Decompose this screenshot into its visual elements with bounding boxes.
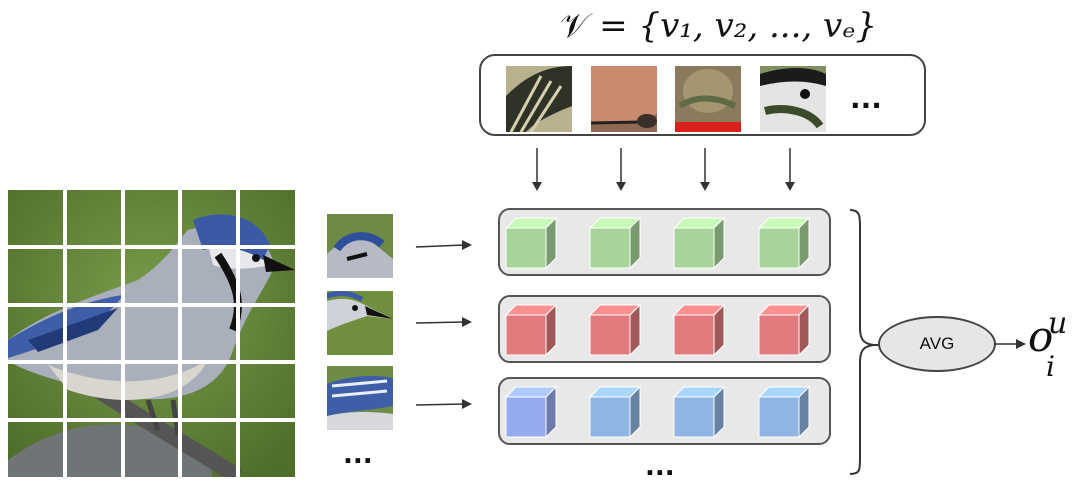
output-subscript: i (1046, 350, 1055, 383)
cube-r3-c1 (504, 385, 558, 439)
avg-output-arrow (994, 339, 1026, 349)
prototype-thumb-3 (675, 66, 741, 132)
cube-r2-c2 (588, 303, 642, 357)
prototype-set-formula: 𝒱 = {v₁, v₂, ..., vₑ} (560, 6, 877, 46)
cube-r2-c1 (504, 303, 558, 357)
cube-r1-c1 (504, 216, 558, 270)
cube-layer (504, 216, 811, 439)
prototype-down-arrows (532, 148, 795, 191)
cube-r1-c3 (672, 216, 726, 270)
prototype-set-symbol: 𝒱 (560, 6, 589, 46)
cube-r2-c3 (672, 303, 726, 357)
avg-label: AVG (919, 334, 955, 353)
bird-grid-image (8, 190, 295, 477)
prototype-thumb-4 (760, 66, 826, 132)
output-superscript: u (1048, 306, 1068, 341)
patch-to-row-arrows (415, 240, 472, 409)
cube-r3-c4 (757, 385, 811, 439)
patch-thumb-3 (327, 366, 393, 430)
prototype-more-dots: ... (850, 82, 882, 115)
prototype-thumb-2 (591, 66, 657, 132)
rows-more-dots: ... (645, 452, 675, 482)
patch-thumb-1 (327, 214, 393, 278)
cube-r3-c2 (588, 385, 642, 439)
prototype-thumb-1 (506, 66, 572, 132)
output-symbol: o (1028, 312, 1054, 361)
cube-r3-c3 (672, 385, 726, 439)
patch-thumb-2 (327, 291, 393, 355)
cube-r2-c4 (757, 303, 811, 357)
avg-node: AVG (878, 316, 996, 372)
patch-more-dots: ... (343, 440, 373, 470)
cube-r1-c2 (588, 216, 642, 270)
cube-r1-c4 (757, 216, 811, 270)
prototype-set-members: = {v₁, v₂, ..., vₑ} (599, 6, 878, 46)
